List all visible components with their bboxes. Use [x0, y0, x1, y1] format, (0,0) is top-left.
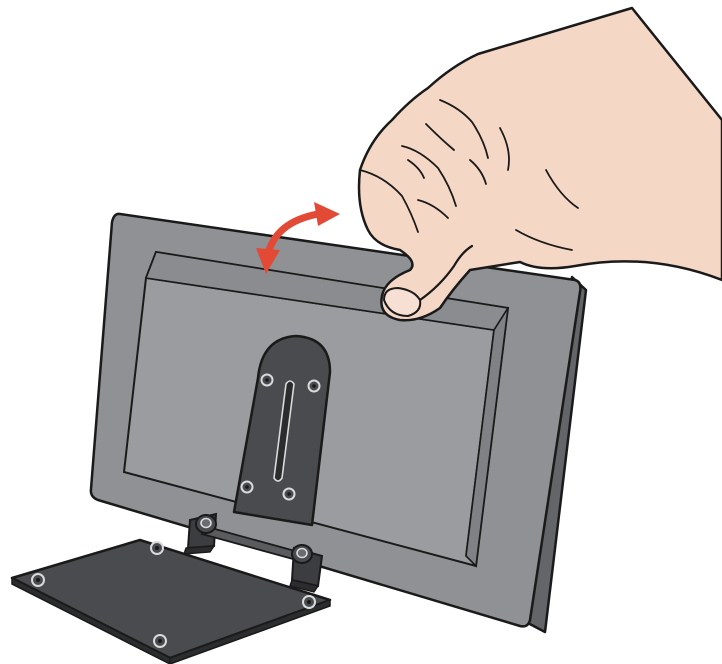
base-screw-icon	[303, 596, 315, 608]
base-screw-icon	[151, 542, 163, 554]
stand-base-plate	[12, 540, 330, 664]
base-plate-top	[12, 540, 330, 658]
arm-screw-icon	[242, 482, 253, 493]
arm-screw-icon	[262, 375, 273, 386]
base-screw-icon	[154, 635, 166, 647]
tilt-arrow-head-right	[314, 202, 340, 226]
base-screw-icon	[32, 574, 44, 586]
hinge-knob-icon	[196, 515, 216, 533]
arm-screw-icon	[284, 489, 295, 500]
arm-screw-icon	[309, 381, 320, 392]
hand	[359, 8, 722, 320]
hinge-knob-icon	[292, 545, 312, 563]
